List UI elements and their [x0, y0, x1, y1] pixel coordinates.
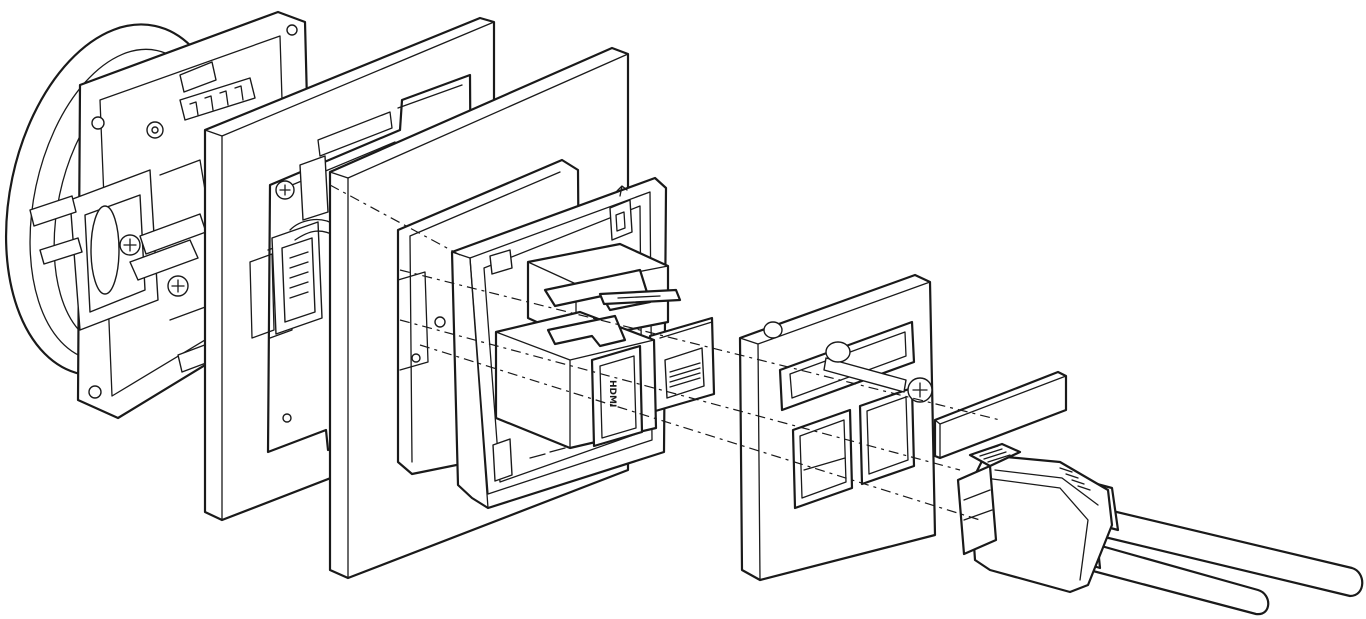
cover-plate — [738, 273, 937, 582]
alignment-axes — [329, 184, 1001, 521]
hdmi-cable-plug — [956, 442, 1364, 616]
label-strip — [933, 370, 1068, 460]
hdmi-label: HDMI — [607, 380, 617, 407]
